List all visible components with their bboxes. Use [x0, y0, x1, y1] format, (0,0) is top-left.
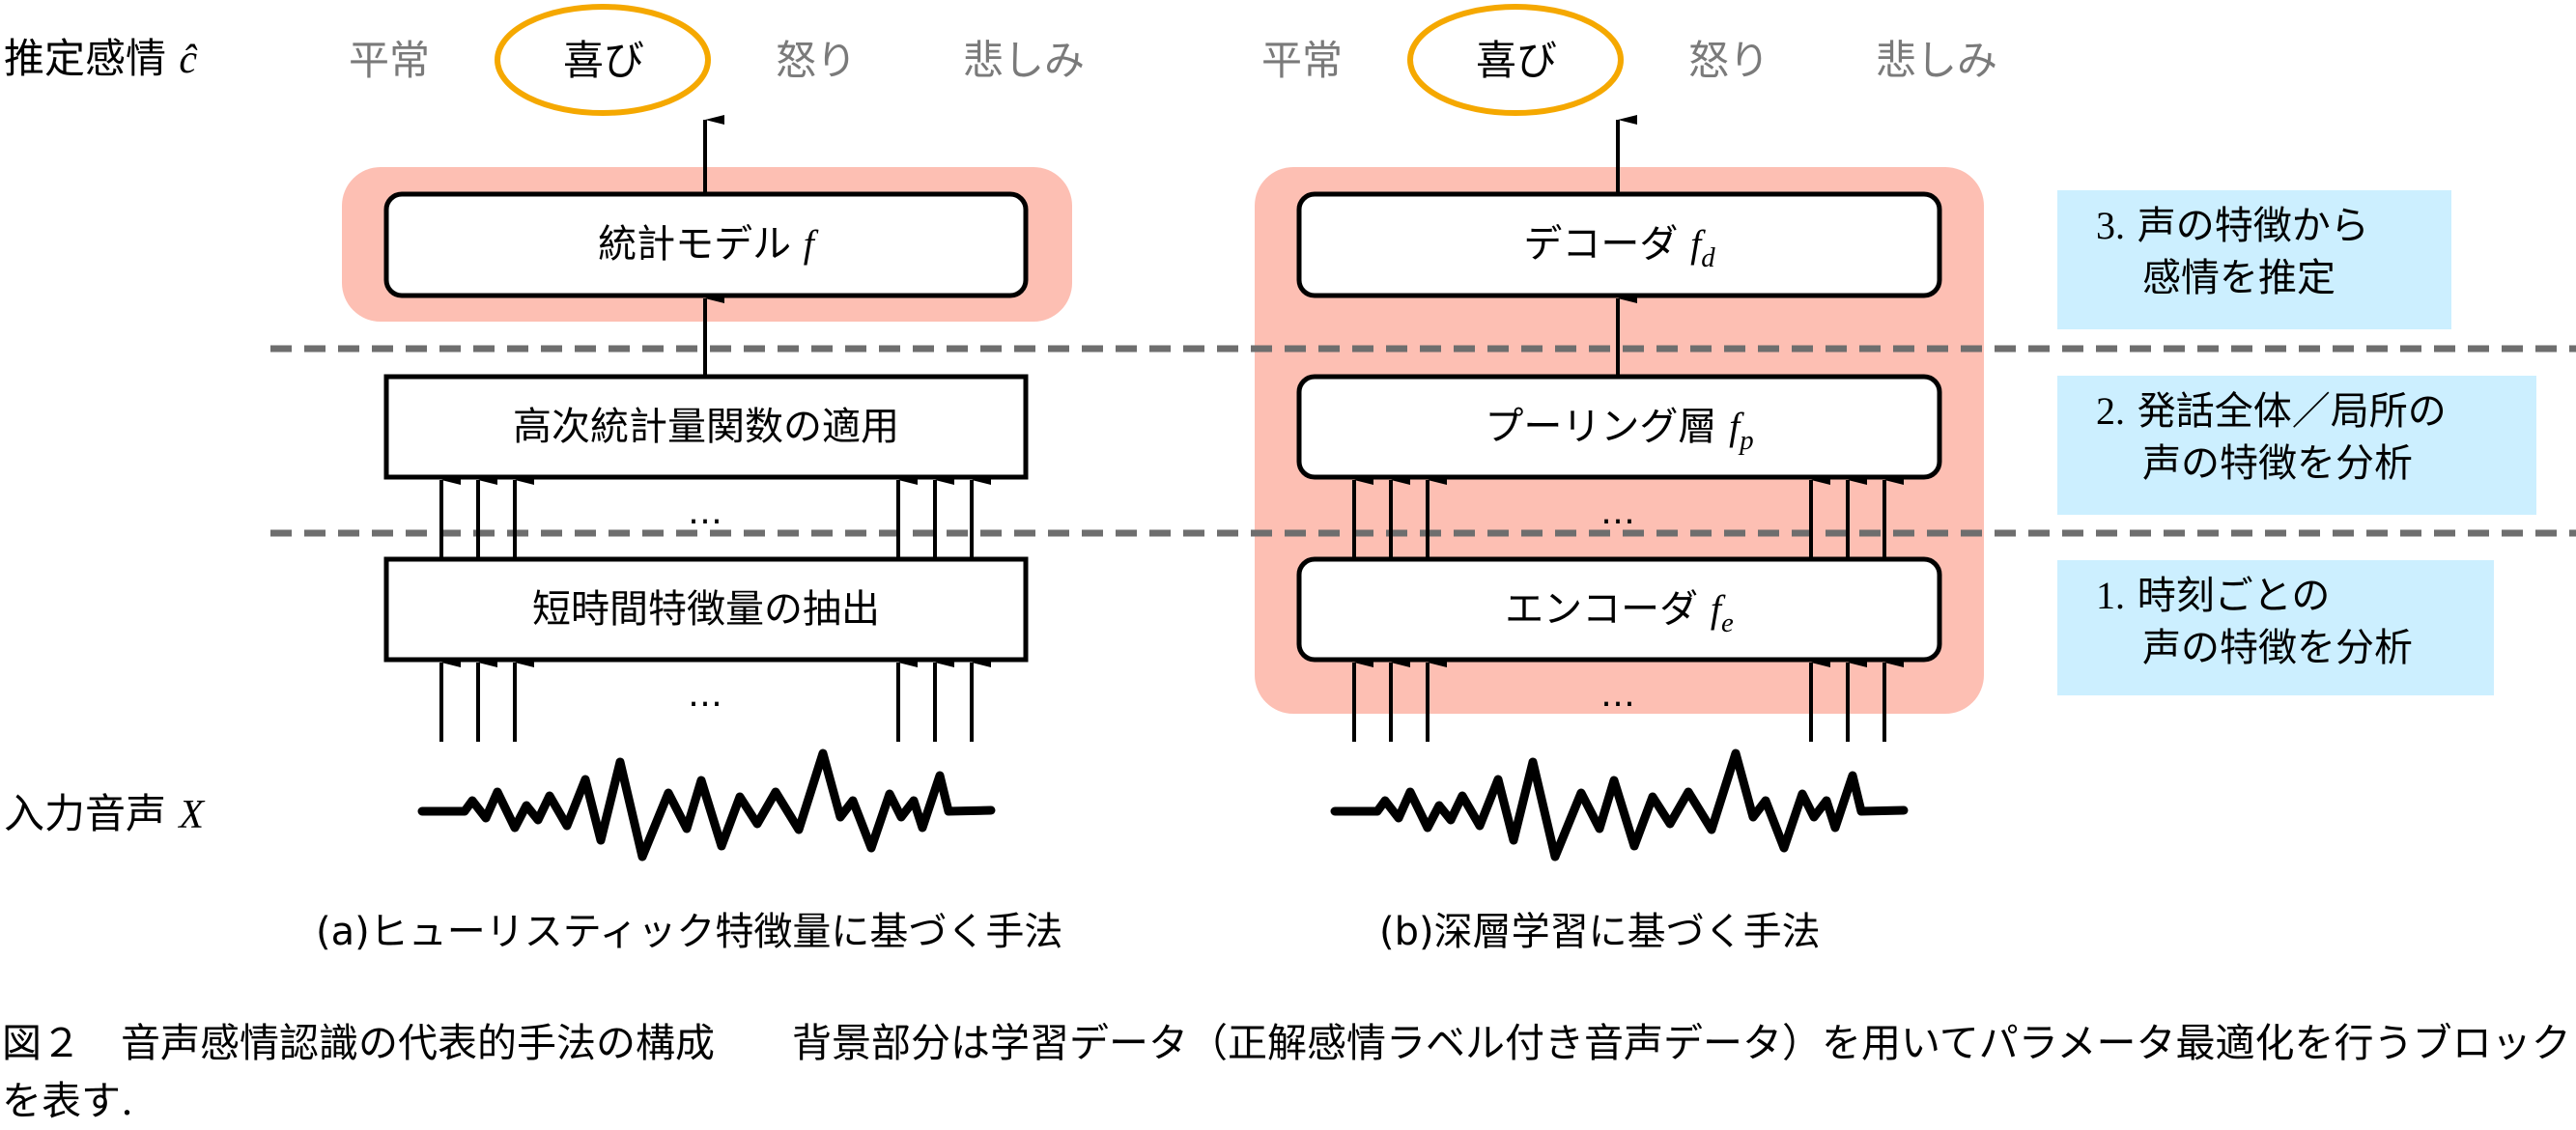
panel-a-emotion-joy: 喜び: [563, 37, 645, 84]
input-audio-label: 入力音声 X: [4, 793, 205, 837]
stage-1-number: 1.: [2096, 574, 2125, 617]
stage-1-line2: 声の特徴を分析: [2142, 626, 2413, 670]
stage-2-line1: 発話全体／局所の: [2137, 389, 2447, 434]
figure-caption-title: 図２ 音声感情認識の代表的手法の構成: [2, 1020, 715, 1066]
estimated-emotion-text: 推定感情: [4, 35, 167, 82]
estimated-emotion-symbol: ĉ: [179, 38, 198, 82]
stage-2-number: 2.: [2096, 389, 2125, 433]
statistical-model-text: 統計モデル: [598, 222, 792, 267]
panel-a-ellipsis-lower: …: [688, 675, 728, 715]
panel-a-emotion-sadness: 悲しみ: [963, 37, 1086, 84]
panel-b-encoder-label: エンコーダ fe: [1299, 587, 1939, 639]
panel-a-functionals-box: [383, 374, 1029, 480]
stage-3-number: 3.: [2096, 204, 2125, 247]
input-audio-text: 入力音声: [4, 790, 167, 837]
stage-label-2: 2. 発話全体／局所の 声の特徴を分析: [2057, 376, 2536, 515]
encoder-text: エンコーダ: [1505, 587, 1699, 632]
stage-label-3: 3. 声の特徴から 感情を推定: [2057, 190, 2451, 329]
stage-label-1: 1. 時刻ごとの 声の特徴を分析: [2057, 560, 2494, 695]
panel-a-functionals-label: 高次統計量関数の適用: [513, 405, 899, 449]
panel-b-input-waveform: [1330, 749, 1909, 862]
input-audio-symbol: X: [179, 793, 205, 837]
figure-caption: 図２ 音声感情認識の代表的手法の構成背景部分は学習データ（正解感情ラベル付き音声…: [2, 1014, 2571, 1130]
statistical-model-symbol: f: [803, 222, 814, 266]
figure-caption-body: 背景部分は学習データ（正解感情ラベル付き音声データ）を用いてパラメータ最適化を行…: [2, 1020, 2571, 1124]
panel-a-statistical-model-label: 統計モデル f: [386, 222, 1026, 267]
panel-a-selected-emotion-ring: [495, 4, 711, 116]
stage-1-line1: 時刻ごとの: [2137, 574, 2331, 618]
panel-b-ellipsis-upper: …: [1600, 493, 1641, 532]
panel-a-caption: (a)ヒューリスティック特徴量に基づく手法: [316, 910, 1063, 954]
panel-a-emotion-neutral: 平常: [349, 37, 431, 84]
estimated-emotion-label: 推定感情 ĉ: [4, 38, 198, 82]
stage-3-line1: 声の特徴から: [2137, 204, 2369, 248]
panel-b-emotion-neutral: 平常: [1261, 37, 1344, 84]
panel-b-decoder-label: デコーダ fd: [1299, 222, 1939, 274]
panel-b-encoder-box: [1296, 556, 1942, 663]
stage-2-line2: 声の特徴を分析: [2142, 441, 2413, 486]
panel-b-caption: (b)深層学習に基づく手法: [1379, 910, 1821, 954]
panel-b-emotion-sadness: 悲しみ: [1876, 37, 1998, 84]
panel-a-input-waveform: [417, 749, 996, 862]
pooling-text: プーリング層: [1485, 405, 1717, 449]
encoder-symbol: fe: [1710, 587, 1734, 639]
panel-a-emotion-anger: 怒り: [776, 37, 858, 84]
panel-b-selected-emotion-ring: [1407, 4, 1624, 116]
panel-b-ellipsis-lower: …: [1600, 675, 1641, 715]
panel-b-pooling-label: プーリング層 fp: [1299, 405, 1939, 457]
panel-a-ellipsis-upper: …: [688, 493, 728, 532]
pooling-symbol: fp: [1729, 405, 1754, 457]
stage-3-line2: 感情を推定: [2142, 256, 2335, 300]
panel-a-feature-extraction-label: 短時間特徴量の抽出: [532, 587, 880, 632]
panel-b-emotion-joy: 喜び: [1476, 37, 1558, 84]
decoder-text: デコーダ: [1523, 222, 1679, 267]
decoder-symbol: fd: [1690, 222, 1715, 274]
panel-b-emotion-anger: 怒り: [1688, 37, 1770, 84]
panel-a-feature-extraction-box: [383, 556, 1029, 663]
